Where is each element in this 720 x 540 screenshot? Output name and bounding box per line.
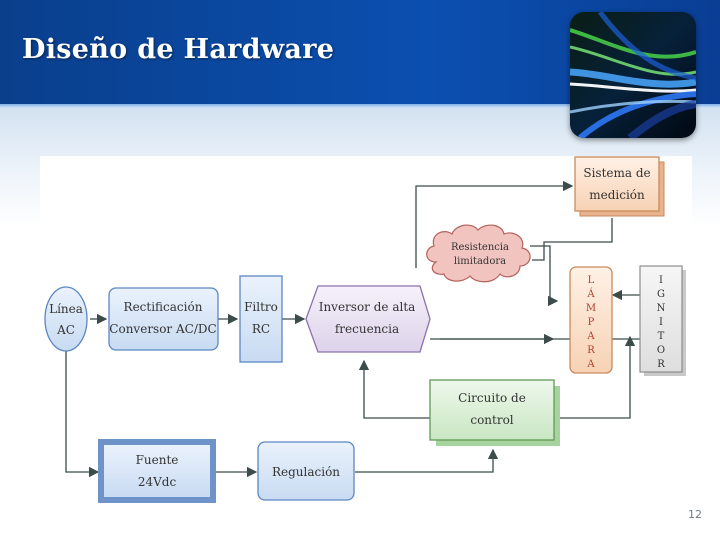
ignitor-letter-1: I xyxy=(659,275,663,286)
lampara-letter-3: M xyxy=(586,303,596,314)
control-label-1: Circuito de xyxy=(458,391,526,405)
ignitor-letter-6: O xyxy=(657,345,665,356)
inversor-label-1: Inversor de alta xyxy=(319,300,416,314)
medicion-label-1: Sistema de xyxy=(583,166,650,180)
block-lampara: L Á M P A R A xyxy=(569,266,613,374)
block-filtro-rc: Filtro RC xyxy=(239,275,283,363)
lampara-letter-7: A xyxy=(586,359,595,370)
light-streaks-image xyxy=(570,12,696,138)
block-circuito-control: Circuito de control xyxy=(429,379,560,446)
lampara-letter-5: A xyxy=(586,331,595,342)
linea-label-1: Línea xyxy=(49,302,83,316)
lampara-letter-1: L xyxy=(588,275,595,286)
block-fuente: Fuente 24Vdc xyxy=(98,439,216,503)
ignitor-letter-5: T xyxy=(658,331,665,342)
page-number: 12 xyxy=(688,508,702,521)
lampara-letter-6: R xyxy=(587,345,595,356)
fuente-label-2: 24Vdc xyxy=(138,475,177,489)
header-divider xyxy=(0,104,720,108)
block-rectificacion: Rectificación Conversor AC/DC xyxy=(108,287,219,351)
lampara-letter-4: P xyxy=(588,317,595,328)
regulacion-label: Regulación xyxy=(272,465,340,479)
block-regulacion: Regulación xyxy=(257,441,355,501)
ignitor-letter-7: R xyxy=(657,359,665,370)
block-resistencia-cloud: Resistencia limitadora xyxy=(426,224,531,283)
filtro-label-1: Filtro xyxy=(244,300,278,314)
filtro-label-2: RC xyxy=(252,322,270,336)
block-sistema-medicion: Sistema de medición xyxy=(574,156,665,217)
control-label-2: control xyxy=(470,413,513,427)
block-inversor: Inversor de alta frecuencia xyxy=(305,285,431,353)
inversor-label-2: frecuencia xyxy=(335,322,399,336)
rectificacion-label-2: Conversor AC/DC xyxy=(109,322,216,336)
medicion-label-2: medición xyxy=(589,188,645,202)
block-ignitor: I G N I T O R xyxy=(639,265,686,376)
resistencia-label-2: limitadora xyxy=(454,256,506,267)
ignitor-letter-2: G xyxy=(657,289,665,300)
resistencia-label-1: Resistencia xyxy=(451,242,509,253)
linea-label-2: AC xyxy=(56,323,75,337)
block-linea-ac: Línea AC xyxy=(44,286,88,352)
ignitor-letter-4: I xyxy=(659,317,663,328)
slide-title: Diseño de Hardware xyxy=(22,34,335,65)
hardware-block-diagram: Línea AC Rectificación Conversor AC/DC F… xyxy=(40,156,692,508)
lampara-letter-2: Á xyxy=(586,288,595,300)
fuente-label-1: Fuente xyxy=(136,453,179,467)
rectificacion-label-1: Rectificación xyxy=(124,300,203,314)
ignitor-letter-3: N xyxy=(657,303,666,314)
